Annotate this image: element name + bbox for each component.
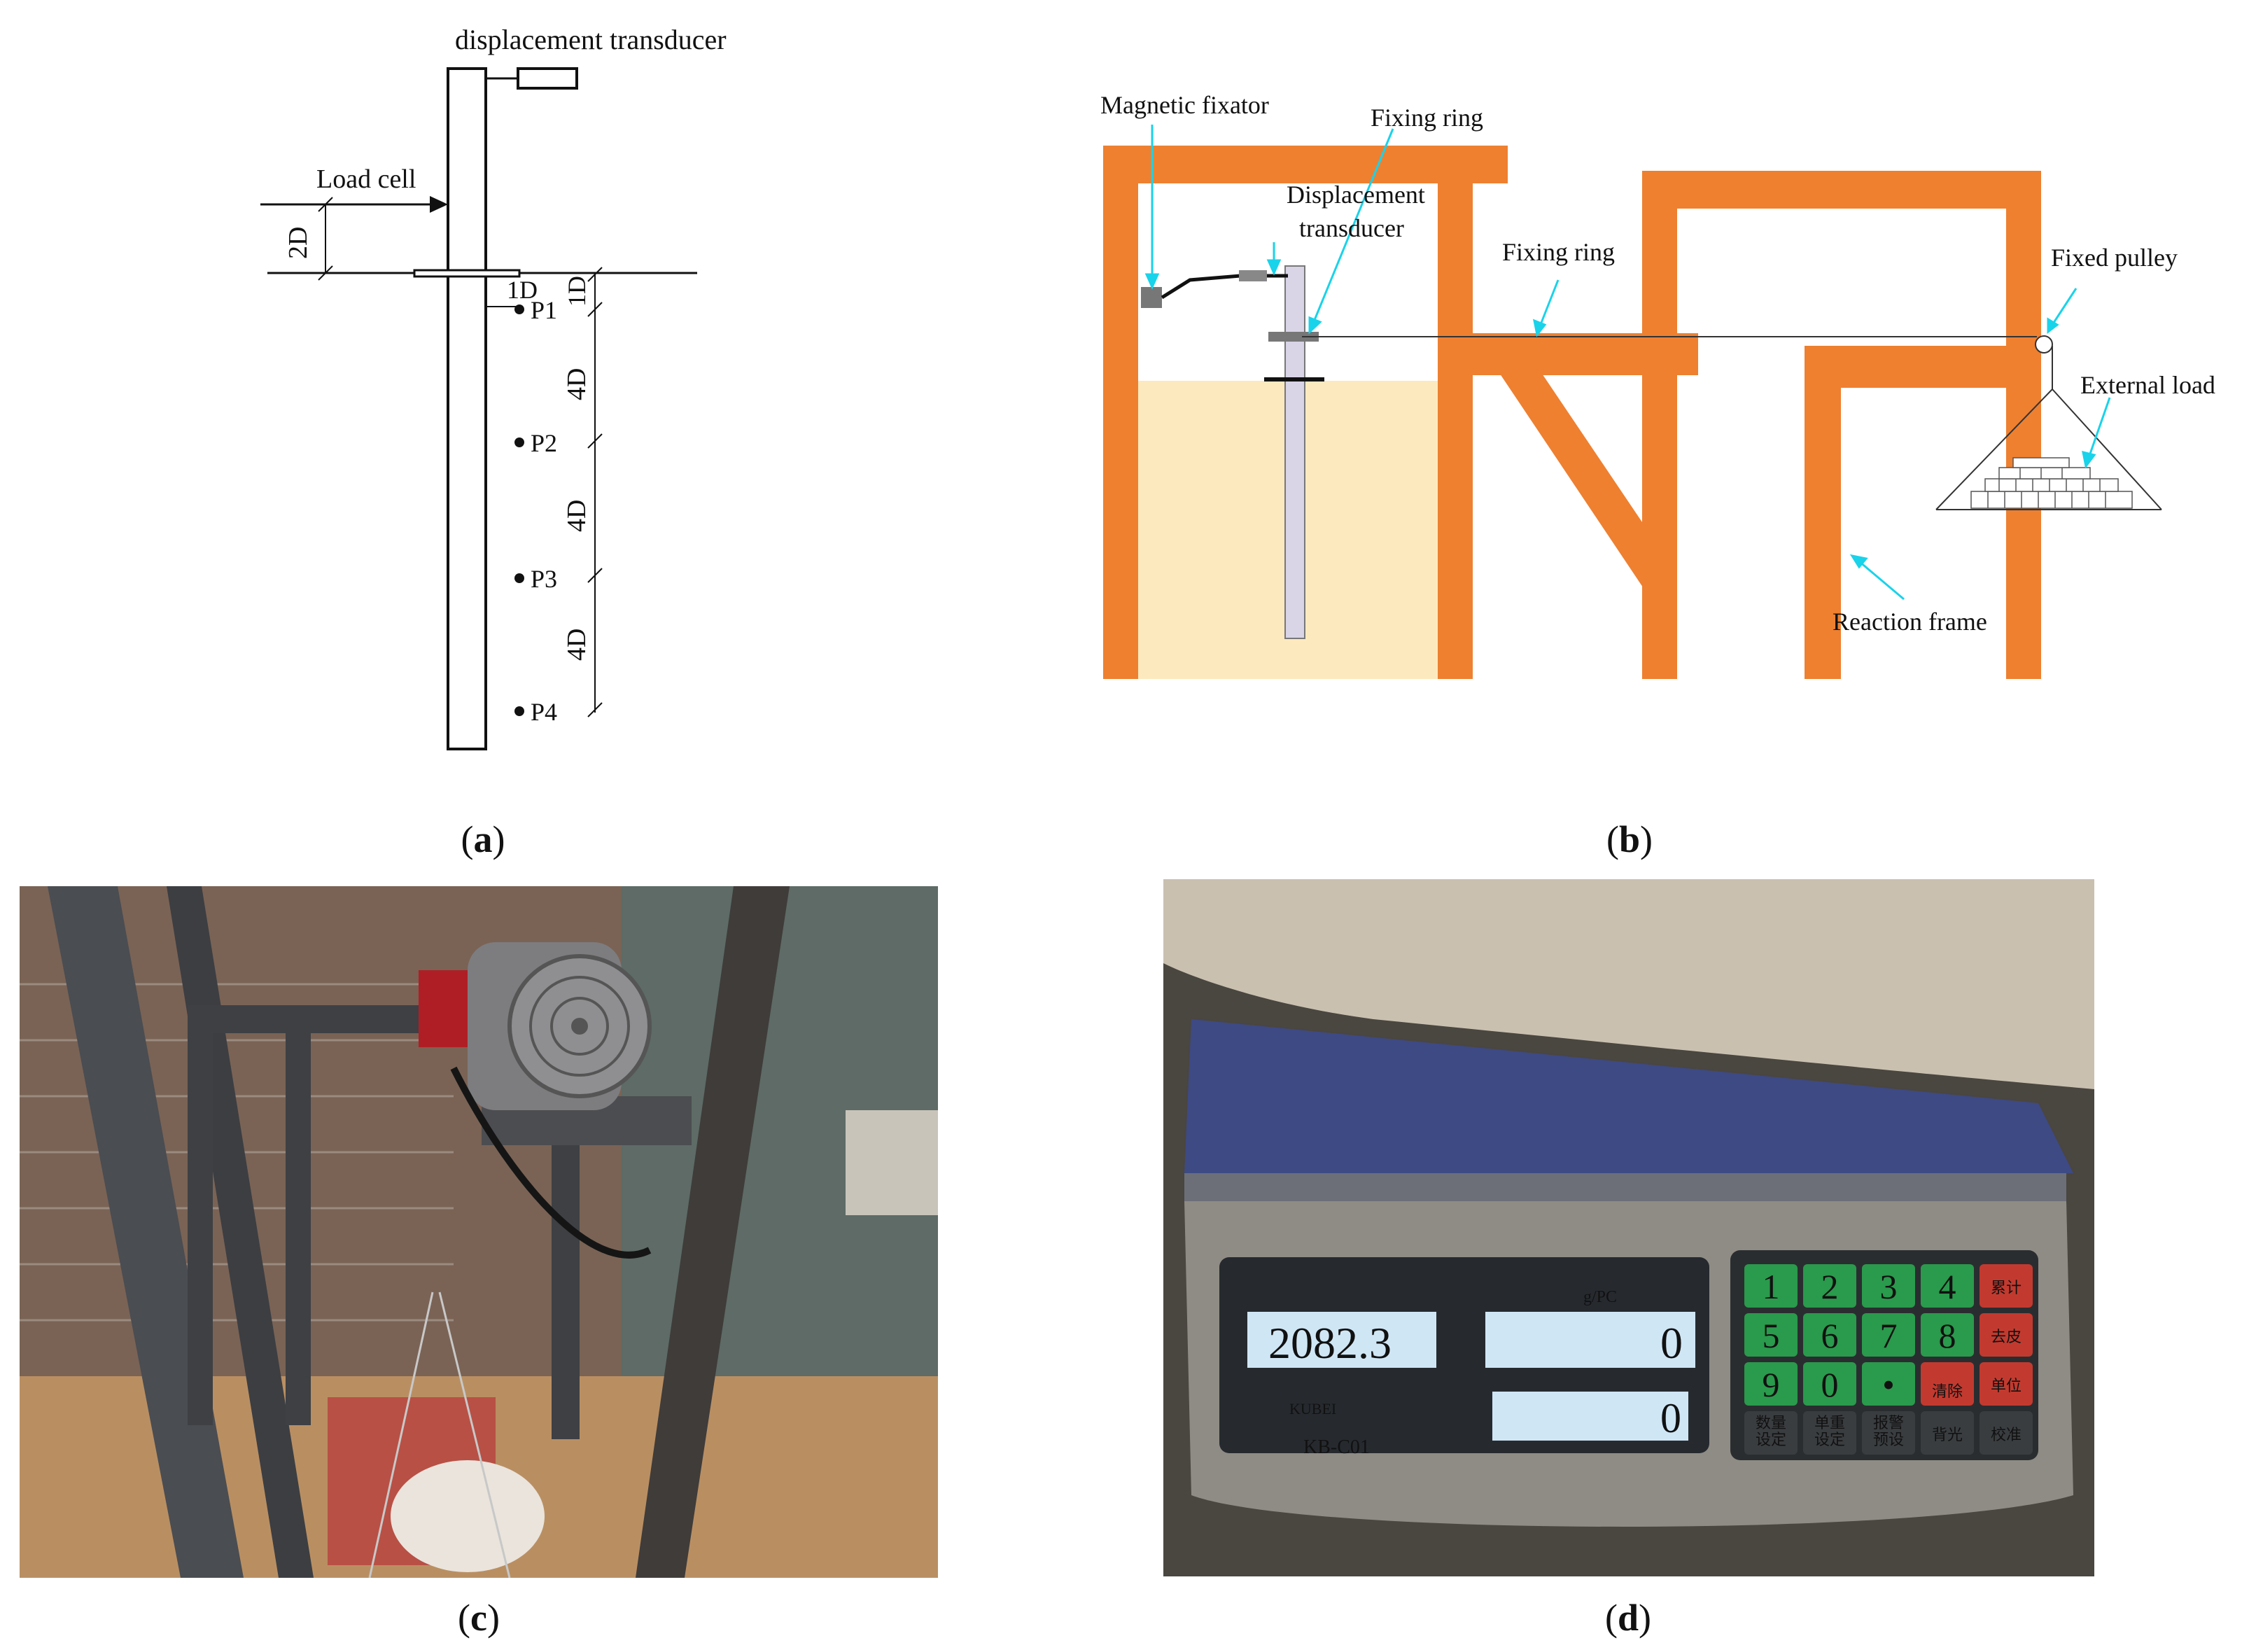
photo-d-illustration: 2082.3 0 g/PC 0 KUBEI KB-C01 1 2 3 4 累计 5 6 7 8 去… [1163, 879, 2094, 1527]
keypad-key-label: 6 [1821, 1316, 1839, 1355]
dim-1d-vertical: 1D [563, 276, 591, 307]
displacement-transducer [517, 67, 578, 90]
load-arrow-head [430, 196, 448, 213]
keypad-key [1744, 1264, 1798, 1308]
label-fixing-ring-1: Fixing ring [1371, 104, 1483, 132]
keypad-key [1980, 1313, 2033, 1357]
model-label: KB-C01 [1303, 1436, 1370, 1458]
point-p2 [514, 438, 524, 447]
keypad-key-label: 0 [1821, 1365, 1839, 1404]
caption-c: (c) [458, 1597, 500, 1639]
load-cell-label: Load cell [316, 164, 416, 194]
dim-4d-3: 4D [562, 629, 591, 661]
load-weights [1970, 457, 2133, 509]
keypad-key [1744, 1411, 1798, 1455]
keypad-key-label: 9 [1763, 1365, 1780, 1404]
caption-b: (b) [1606, 818, 1653, 860]
keypad-key [1803, 1313, 1856, 1357]
keypad-key-label: 8 [1939, 1316, 1956, 1355]
photo-c-illustration [20, 886, 938, 1578]
keypad-key [1803, 1264, 1856, 1308]
keypad-key [1862, 1411, 1915, 1455]
count-display [1492, 1392, 1688, 1441]
keypad-key-label: 7 [1880, 1316, 1898, 1355]
keypad-key [1921, 1362, 1974, 1406]
label-fixed-pulley: Fixed pulley [2051, 244, 2178, 272]
unit-label: g/PC [1583, 1288, 1617, 1306]
weight-value: 2082.3 [1268, 1318, 1392, 1368]
transducer-label: displacement transducer [455, 24, 727, 55]
dim-4d-2: 4D [562, 500, 591, 532]
test-setup-schematic: Magnetic fixator Fixing ring Displacemen… [1100, 91, 2215, 679]
unit-price-value: 0 [1660, 1318, 1683, 1368]
keypad-key [1862, 1362, 1915, 1406]
panel-a-diagram: displacement transducer Load cell 2D 1D … [0, 0, 840, 784]
dim-4d-1: 4D [562, 368, 591, 400]
label-external-load: External load [2080, 371, 2215, 399]
keypad-key [1862, 1264, 1915, 1308]
label-reaction-frame: Reaction frame [1833, 608, 1987, 636]
caption-d: (d) [1604, 1597, 1651, 1639]
dim-2d: 2D [283, 227, 313, 259]
leader-arrows [1144, 125, 2111, 601]
point-p4 [514, 706, 524, 716]
keypad-key-label: 1 [1763, 1267, 1780, 1306]
keypad-key-label: 3 [1880, 1267, 1898, 1306]
point-p2-label: P2 [531, 429, 557, 457]
keypad-key [1921, 1313, 1974, 1357]
point-p1 [514, 304, 524, 314]
keypad-key [1744, 1362, 1798, 1406]
label-displacement: Displacement [1287, 181, 1425, 209]
keypad-key [1744, 1313, 1798, 1357]
keypad-key-label: 去皮 [1991, 1328, 2022, 1345]
photo-test-frame [20, 886, 938, 1578]
pile-schematic: displacement transducer Load cell 2D 1D … [260, 24, 727, 750]
point-p3-label: P3 [531, 565, 557, 593]
keypad-key [1862, 1313, 1915, 1357]
caption-a: (a) [461, 818, 505, 860]
label-magnetic-fixator: Magnetic fixator [1100, 91, 1269, 119]
keypad-key [1921, 1411, 1974, 1455]
transducer-body [1239, 270, 1267, 281]
weight-display [1247, 1312, 1436, 1368]
pile [447, 67, 487, 750]
keypad-key-label: 背光 [1932, 1426, 1963, 1443]
keypad-key-label: 报警预设 [1873, 1414, 1904, 1448]
keypad-key-label: 单重设定 [1814, 1414, 1845, 1448]
keypad-key [1980, 1264, 2033, 1308]
keypad-key-label: 数量设定 [1756, 1414, 1786, 1448]
keypad-key [1803, 1362, 1856, 1406]
panel-b-diagram: Magnetic fixator Fixing ring Displacemen… [1078, 0, 2242, 784]
keypad-key [1980, 1411, 2033, 1455]
point-p1-label: P1 [531, 296, 557, 324]
count-value: 0 [1660, 1395, 1681, 1441]
dim-1d-horizontal: 1D [507, 276, 538, 304]
model-pile [1284, 265, 1305, 639]
keypad-key-label: 单位 [1991, 1377, 2022, 1394]
photo-electronic-scale: 2082.3 0 g/PC 0 KUBEI KB-C01 1 2 3 4 累计 5 6 7 8 去… [1163, 879, 2094, 1576]
keypad-key-label: 清除 [1932, 1382, 1963, 1400]
fixed-pulley [2035, 335, 2053, 354]
point-p3 [514, 573, 524, 583]
label-transducer: transducer [1299, 214, 1404, 242]
keypad-key-label: 累计 [1991, 1279, 2022, 1296]
keypad-key-label: • [1882, 1365, 1895, 1404]
brand-label: KUBEI [1289, 1400, 1336, 1418]
keypad-key [1803, 1411, 1856, 1455]
keypad-key [1921, 1264, 1974, 1308]
keypad-key-label: 4 [1939, 1267, 1956, 1306]
unit-price-display [1485, 1312, 1695, 1368]
keypad-key-label: 校准 [1991, 1426, 2022, 1443]
keypad-key [1980, 1362, 2033, 1406]
label-fixing-ring-2: Fixing ring [1502, 238, 1615, 266]
point-p4-label: P4 [531, 698, 557, 726]
magnetic-fixator [1141, 287, 1162, 308]
keypad-key-label: 5 [1763, 1316, 1780, 1355]
keypad-key-label: 2 [1821, 1267, 1839, 1306]
pile-cap [413, 269, 521, 278]
